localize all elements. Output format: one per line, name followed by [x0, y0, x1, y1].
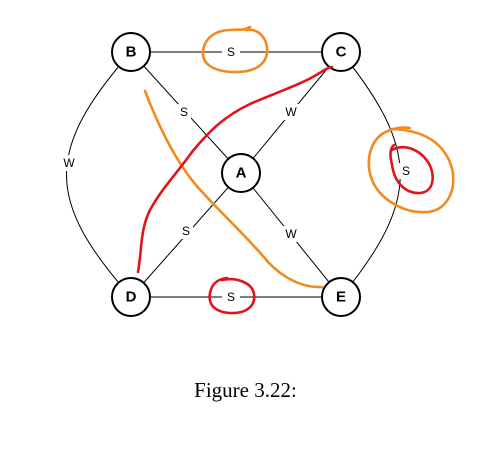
node-a: A [221, 153, 261, 193]
node-e: E [321, 277, 361, 317]
edge-label-d-e: S [227, 290, 235, 304]
edge-label-a-d: S [182, 224, 190, 238]
edge-label-a-e: W [285, 227, 297, 241]
orange-circle-edge-b-c [201, 25, 269, 74]
figure-caption: Figure 3.22: [194, 378, 297, 402]
node-c: C [321, 32, 361, 72]
edge-label-b-d: W [63, 156, 75, 170]
orange-circle-edge-c-e [367, 126, 455, 214]
edge-labels: S S W W S S W S [60, 44, 414, 305]
orange-stroke-b-to-e [143, 89, 324, 289]
node-label-a: A [236, 165, 247, 182]
red-annotations [136, 65, 434, 315]
node-label-c: C [336, 44, 347, 61]
red-stroke-d-to-c [136, 65, 334, 274]
red-circle-edge-d-e [208, 276, 256, 315]
red-circle-edge-c-e [389, 143, 434, 195]
edge-label-b-c: S [227, 45, 235, 59]
node-label-b: B [126, 44, 137, 61]
orange-annotations [143, 25, 455, 289]
edge-label-c-a: W [285, 105, 297, 119]
edge-label-b-a: S [180, 105, 188, 119]
edge-label-c-e: S [402, 164, 410, 178]
edge-b-d [66, 51, 132, 298]
node-d: D [111, 277, 151, 317]
node-label-e: E [336, 289, 346, 306]
node-b: B [111, 32, 151, 72]
node-label-d: D [126, 289, 137, 306]
